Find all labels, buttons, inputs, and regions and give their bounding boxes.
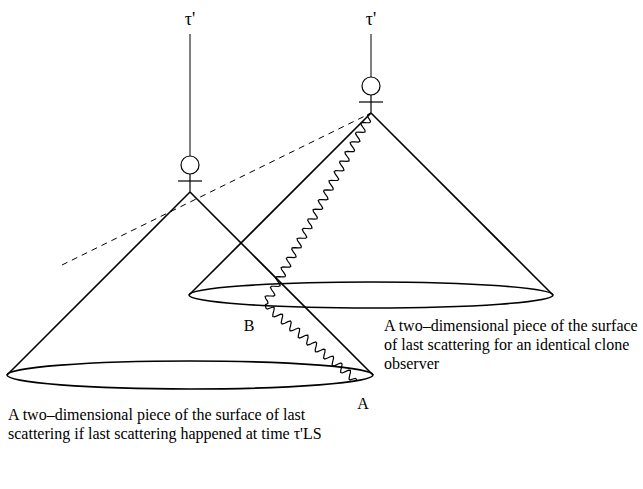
worldline (190, 34, 191, 156)
observer-body (189, 174, 190, 192)
cone-edge (190, 192, 373, 375)
observer-arms (178, 180, 202, 181)
caption-note: A two–dimensional piece of the surface o… (8, 405, 353, 443)
point-label: A (357, 394, 369, 413)
point-label: B (244, 316, 255, 335)
time-label: τ' (366, 9, 376, 31)
observer-arms (359, 101, 383, 102)
cone-edge (371, 113, 553, 295)
cone-edge (189, 113, 371, 295)
worldline (371, 34, 372, 77)
photon-path (265, 305, 357, 381)
dashed-line (62, 113, 371, 265)
observer-head (181, 156, 199, 174)
photon-path (265, 113, 371, 305)
caption-note: A two–dimensional piece of the surface o… (384, 316, 639, 374)
last-scattering-ellipse (7, 361, 373, 389)
last-scattering-ellipse (189, 282, 553, 308)
cone-edge (7, 192, 190, 375)
time-label: τ' (185, 9, 195, 31)
observer-body (370, 95, 371, 113)
observer-head (362, 77, 380, 95)
